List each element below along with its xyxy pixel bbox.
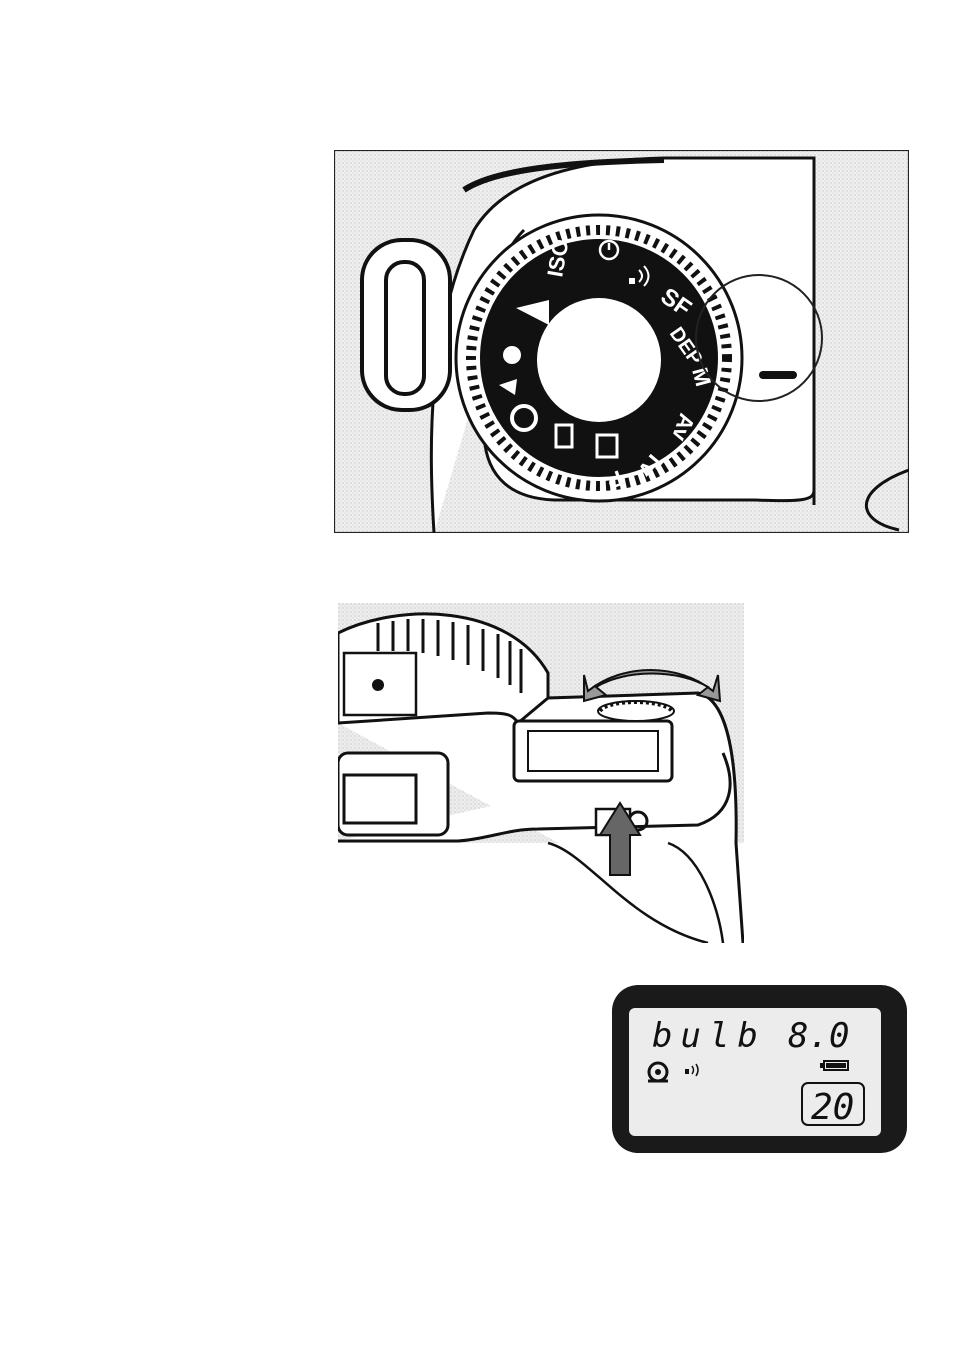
camera-top-illustration [338, 603, 744, 943]
mode-dial-illustration: ISO SF DEP M Av Tv P [334, 150, 909, 533]
dial-index-mark [759, 371, 797, 379]
lcd-panel: bulb 8.0 20 [612, 985, 907, 1153]
lcd-aperture-readout: 8.0 [788, 1016, 849, 1056]
lcd-shutter-readout: bulb [652, 1016, 766, 1056]
lcd-frame-counter: 20 [811, 1087, 854, 1128]
